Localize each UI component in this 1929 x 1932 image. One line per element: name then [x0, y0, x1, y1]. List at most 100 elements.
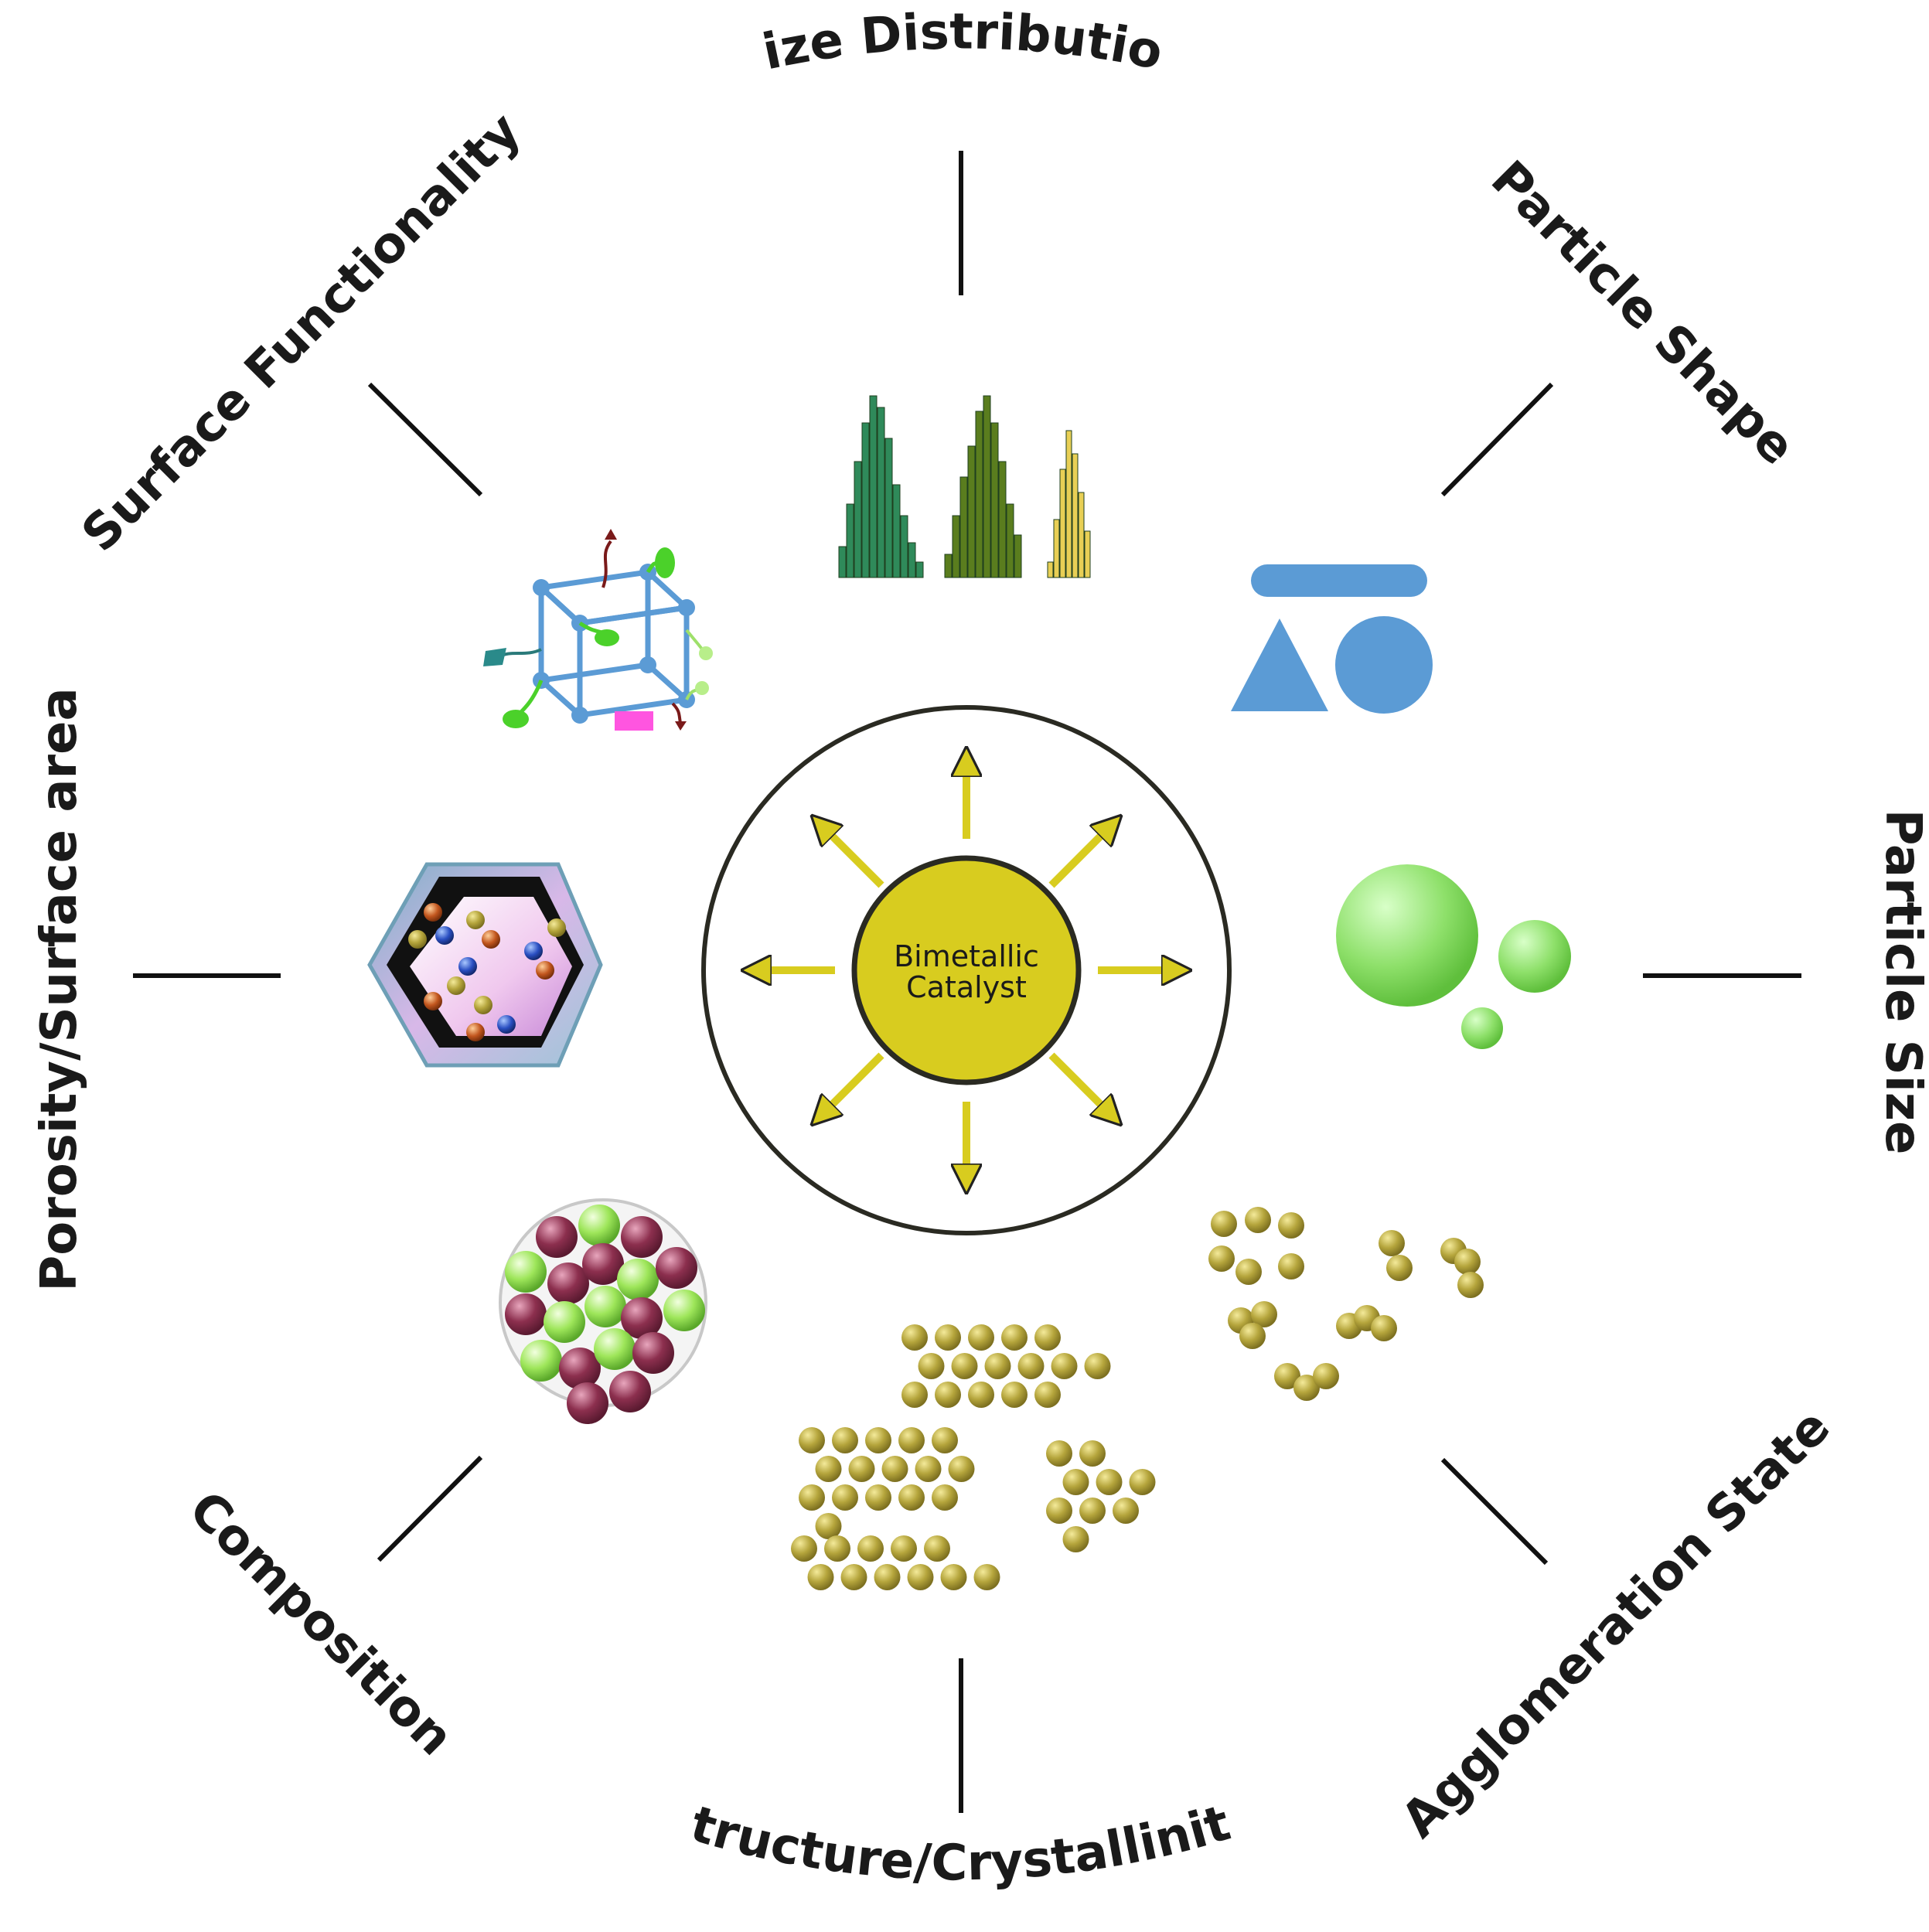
gold-ball: [1239, 1323, 1266, 1349]
histogram-bar: [990, 422, 999, 578]
lattice-atom: [898, 1427, 925, 1453]
spheres-icon: [1336, 864, 1571, 1049]
maroon-atom: [582, 1243, 624, 1285]
circle-shape: [1335, 616, 1433, 714]
functionalized-cube-icon: [483, 529, 713, 731]
lattice-atom: [924, 1535, 950, 1562]
pore-molecules: [408, 903, 566, 1041]
label-surface-functionality: Surface Functionality: [71, 102, 532, 563]
catalyst-label-line2: Catalyst: [906, 970, 1027, 1004]
maroon-atom: [621, 1216, 663, 1258]
lattice-atom: [951, 1353, 978, 1379]
lattice-atom: [1034, 1324, 1061, 1351]
spoke-top-right: [1440, 382, 1554, 497]
pore-atom: [458, 957, 477, 976]
pore-atom: [447, 976, 465, 995]
radiating-arrows: [756, 762, 1177, 1179]
gold-ball: [1251, 1301, 1277, 1327]
lattice-atom: [973, 1564, 1000, 1590]
lattice-atom: [898, 1484, 925, 1511]
lattice-atom: [807, 1564, 834, 1590]
spoke-bottom-right: [1440, 1457, 1549, 1566]
histogram-bar: [1014, 534, 1022, 578]
lime-atom: [520, 1340, 562, 1382]
lattice-atom: [874, 1564, 901, 1590]
pore-atom: [536, 961, 554, 980]
histogram-bar: [1047, 561, 1054, 578]
maroon-atom: [547, 1262, 589, 1304]
histogram-bar: [861, 422, 870, 578]
gold-ball: [1454, 1249, 1481, 1275]
lattice-atom: [832, 1484, 858, 1511]
histogram-bar: [884, 438, 893, 578]
pore-atom: [424, 992, 442, 1010]
gold-ball: [1457, 1272, 1484, 1298]
agglomerate-icon: [1208, 1207, 1484, 1401]
lattice-atom: [1062, 1469, 1089, 1495]
lattice-atom: [968, 1324, 994, 1351]
maroon-atom: [632, 1332, 674, 1374]
lattice-atom: [1034, 1382, 1061, 1408]
histogram-bar: [998, 461, 1007, 578]
lattice-atom: [984, 1353, 1011, 1379]
porous-hexagon-icon: [367, 862, 603, 1068]
histogram-bar: [908, 542, 916, 578]
pore-atom: [474, 996, 492, 1014]
lime-atom: [663, 1290, 705, 1331]
lattice-atom: [1001, 1324, 1028, 1351]
lattice-atom: [832, 1427, 858, 1453]
histogram-bar: [975, 411, 983, 578]
spoke-bottom-left: [377, 1455, 483, 1562]
lattice-atom: [901, 1382, 928, 1408]
lattice-atom: [865, 1427, 891, 1453]
pore-atom: [547, 918, 566, 937]
lattice-atom: [968, 1382, 994, 1408]
lattice-atom: [935, 1324, 961, 1351]
histogram-bar: [1059, 469, 1066, 578]
histogram-bar: [967, 445, 976, 578]
gold-ball: [1293, 1375, 1320, 1401]
gold-ball: [1278, 1253, 1304, 1279]
label-size-distribution: Size Distribution: [0, 0, 1167, 82]
lattice-atom: [1046, 1498, 1072, 1524]
small-sphere: [1461, 1007, 1503, 1049]
lattice-atom: [815, 1513, 842, 1539]
lattice-atom: [891, 1535, 917, 1562]
histogram-bar: [1006, 503, 1014, 578]
large-sphere: [1336, 864, 1478, 1007]
lattice-atom: [799, 1427, 825, 1453]
maroon-atom: [621, 1297, 663, 1339]
bar-shape: [1251, 564, 1427, 597]
histogram-bar: [1084, 530, 1091, 578]
medium-sphere: [1498, 920, 1571, 993]
label-particle-shape: Particle Shape: [1480, 150, 1806, 476]
label-composition: Composition: [178, 1481, 464, 1767]
histogram-bar: [915, 561, 924, 578]
lattice-atom: [901, 1324, 928, 1351]
lime-atom: [594, 1328, 636, 1370]
label-particle-size: Particle Size: [1874, 809, 1929, 1155]
spoke-top-left: [367, 382, 483, 497]
gold-ball: [1211, 1211, 1237, 1237]
maroon-atom: [536, 1216, 578, 1258]
lattice-atom: [840, 1564, 867, 1590]
lattice-atom: [1079, 1498, 1106, 1524]
lattice-atom: [815, 1456, 842, 1482]
lime-atom: [544, 1301, 585, 1343]
lattice-atom: [1017, 1353, 1045, 1379]
histogram-bar: [959, 476, 968, 578]
catalyst-core: [851, 855, 1082, 1085]
pore-atom: [435, 926, 454, 945]
lattice-icon: [791, 1324, 1156, 1590]
lattice-atom: [935, 1382, 961, 1408]
gold-ball: [1386, 1255, 1413, 1281]
pore-atom: [482, 930, 500, 949]
alloy-sphere-icon: [499, 1198, 707, 1424]
lattice-atom: [1046, 1440, 1072, 1467]
catalyst-hub: Bimetallic Catalyst: [701, 705, 1232, 1235]
histogram-bar: [877, 407, 885, 578]
gold-ball: [1371, 1315, 1397, 1341]
lattice-atom: [857, 1535, 884, 1562]
lattice-atom: [1113, 1498, 1139, 1524]
lattice-atom: [932, 1484, 958, 1511]
